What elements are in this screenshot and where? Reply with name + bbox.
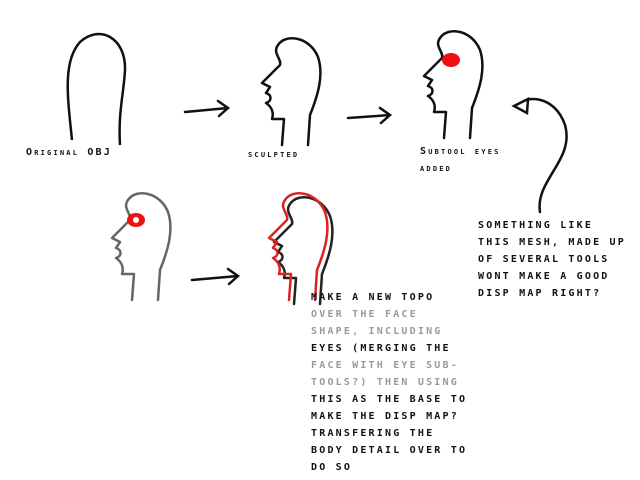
note-line: body detail over to [311,445,468,456]
subtool-head [422,30,484,140]
mesh-head [110,192,172,302]
note-line: this as the base to [311,394,468,405]
question-note: Something like this mesh, made up of sev… [478,217,626,302]
note-line: face with eye sub- [311,360,459,371]
arrow-1 [183,99,231,118]
arrow-3 [190,267,241,286]
note-line: shape, including [311,326,443,337]
arrow-curved [511,96,568,214]
note-line: disp map right? [478,288,602,299]
note-line: transfering the [311,428,435,439]
original-head [66,32,127,146]
note-line: Something like [478,220,594,231]
note-line: make a new topo [311,292,435,303]
note-line: over the face [311,309,418,320]
sculpted-head [260,37,322,147]
subtool-eye [442,53,460,67]
proposal-note: make a new topo over the face shape, inclu… [311,289,467,476]
note-line: tools?) then using [311,377,459,388]
note-line: of several tools [478,254,610,265]
label-subtool-line: Subtool eyes [420,146,501,157]
mesh-eye-highlight [133,217,139,223]
label-subtool: Subtool eyes added [420,143,501,177]
note-line: this mesh, made up [478,237,626,248]
label-original: Original OBJ [26,147,113,158]
note-line: eyes (merging the [311,343,451,354]
label-sculpted: sculpted [248,149,300,160]
note-line: do so [311,462,353,473]
topo-overlay [267,192,329,302]
note-line: make the disp map? [311,411,459,422]
arrow-2 [346,106,393,125]
label-subtool-line: added [420,163,453,174]
note-line: wont make a good [478,271,610,282]
